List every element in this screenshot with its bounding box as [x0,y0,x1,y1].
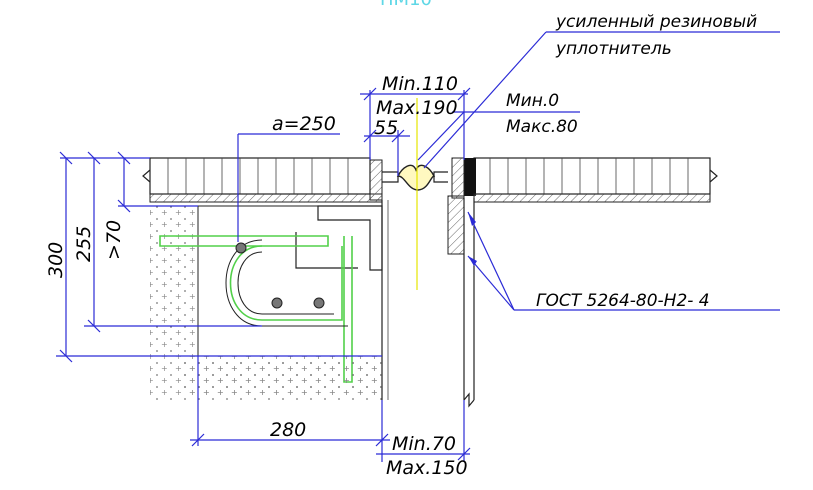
dim-55: 55 [374,117,398,139]
rebar-loop [159,235,353,383]
seal-label-line2: уплотнитель [555,39,672,59]
dim-top-min: Min.110 [382,73,458,95]
seal-label-line1: усиленный резиновый [555,12,757,32]
gost-leader [467,211,780,311]
bottom-dimensions [190,356,471,462]
title-fragment: ПМ10 [380,0,432,10]
right-steel-profile [433,157,475,408]
bottom-concrete-strip [180,356,382,396]
dim-280: 280 [270,419,306,441]
left-concrete-block [150,202,383,400]
dim-300: 300 [45,242,67,278]
rubber-seal [396,164,436,191]
dim-70: >70 [103,220,125,260]
gost-label: ГОСТ 5264-80-Н2- 4 [536,291,710,311]
left-steel-profile [295,159,399,400]
right-slab [464,157,718,203]
top-dimensions [360,87,580,176]
spacing-leader [237,133,340,242]
seal-leader [423,31,780,169]
vertical-dimensions [56,151,382,363]
left-slab [60,157,383,203]
dim-255: 255 [73,226,95,262]
dim-right-min: Мин.0 [506,91,559,111]
dim-right-max: Макс.80 [506,117,578,137]
dim-top-max: Max.190 [376,97,458,119]
dim-bottom-min: Min.70 [392,433,456,455]
spacing-label: a=250 [272,113,336,135]
dim-bottom-max: Max.150 [386,457,468,479]
